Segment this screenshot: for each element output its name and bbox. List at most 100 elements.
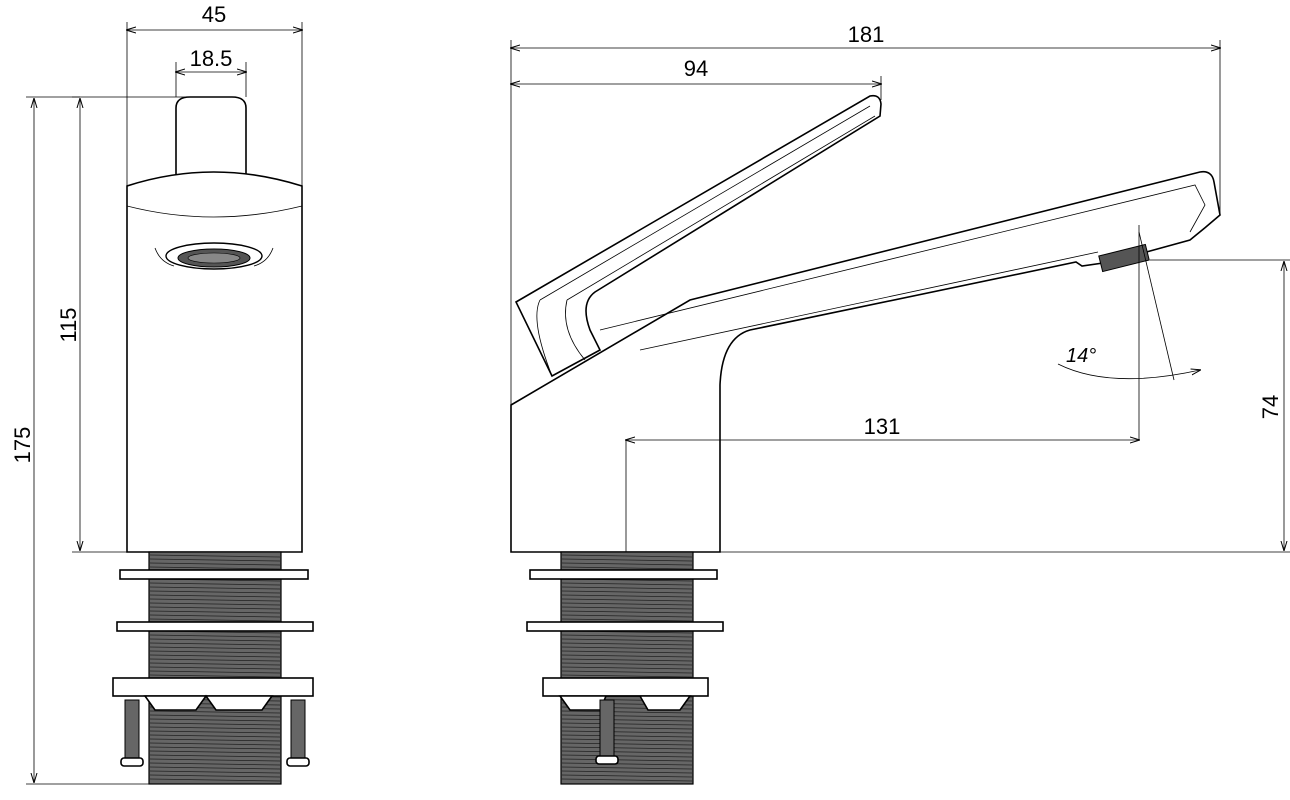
thread-line bbox=[149, 586, 281, 590]
thread-line bbox=[561, 738, 693, 742]
thread-line bbox=[561, 714, 693, 718]
front-bolt-right-cap bbox=[286, 757, 310, 767]
thread-line bbox=[149, 770, 281, 774]
dim-handle-width: 18.5 bbox=[190, 46, 233, 71]
front-washer-middle bbox=[116, 621, 314, 632]
front-handle-knob bbox=[175, 96, 247, 183]
thread-line bbox=[149, 566, 281, 570]
thread-line bbox=[561, 618, 693, 622]
thread-line bbox=[149, 754, 281, 758]
thread-line bbox=[149, 762, 281, 766]
dim-spout-height: 74 bbox=[1258, 395, 1283, 419]
dim-overall-width: 45 bbox=[202, 2, 226, 27]
thread-line bbox=[149, 610, 281, 614]
thread-line bbox=[561, 650, 693, 654]
thread-line bbox=[149, 590, 281, 594]
side-spout-top-line bbox=[599, 184, 1206, 331]
thread-line bbox=[149, 670, 281, 674]
thread-line bbox=[561, 762, 693, 766]
thread-line bbox=[561, 770, 693, 774]
dim-spout-reach: 131 bbox=[864, 414, 901, 439]
thread-line bbox=[149, 634, 281, 638]
thread-line bbox=[561, 634, 693, 638]
thread-line bbox=[561, 654, 693, 658]
dim-body-height: 115 bbox=[56, 307, 81, 342]
thread-line bbox=[561, 758, 693, 762]
thread-line bbox=[561, 594, 693, 598]
thread-line bbox=[149, 666, 281, 670]
thread-line bbox=[149, 642, 281, 646]
thread-line bbox=[149, 778, 281, 782]
side-lever-base-curve-2 bbox=[565, 299, 586, 361]
thread-line bbox=[561, 726, 693, 730]
thread-line bbox=[561, 606, 693, 610]
front-dimensions: 45 18.5 115 175 bbox=[10, 2, 302, 785]
side-nut bbox=[558, 695, 692, 711]
front-bolt-right bbox=[290, 699, 306, 765]
thread-line bbox=[561, 598, 693, 602]
side-lever-inner-line-2 bbox=[566, 115, 876, 301]
dim-handle-reach: 94 bbox=[684, 56, 708, 81]
thread-line bbox=[149, 738, 281, 742]
side-bolt-cap bbox=[595, 755, 619, 765]
front-body-top-curve bbox=[126, 205, 303, 218]
thread-line bbox=[561, 582, 693, 586]
front-body bbox=[126, 171, 303, 553]
thread-line bbox=[149, 662, 281, 666]
side-washer-middle bbox=[526, 621, 724, 632]
thread-line bbox=[149, 742, 281, 746]
thread-line bbox=[149, 606, 281, 610]
thread-line bbox=[561, 674, 693, 678]
thread-line bbox=[149, 554, 281, 558]
thread-line bbox=[561, 750, 693, 754]
thread-line bbox=[561, 658, 693, 662]
thread-line bbox=[561, 722, 693, 726]
thread-line bbox=[561, 602, 693, 606]
dim-spray-angle: 14° bbox=[1066, 345, 1096, 367]
thread-line bbox=[149, 674, 281, 678]
thread-line bbox=[149, 718, 281, 722]
thread-line bbox=[149, 658, 281, 662]
thread-line bbox=[149, 598, 281, 602]
thread-line bbox=[561, 734, 693, 738]
thread-line bbox=[149, 746, 281, 750]
thread-line bbox=[149, 558, 281, 562]
thread-line bbox=[149, 650, 281, 654]
thread-line bbox=[561, 774, 693, 778]
thread-line bbox=[561, 670, 693, 674]
thread-line bbox=[561, 646, 693, 650]
thread-line bbox=[561, 718, 693, 722]
thread-line bbox=[149, 654, 281, 658]
thread-line bbox=[149, 758, 281, 762]
thread-line bbox=[149, 602, 281, 606]
thread-line bbox=[561, 638, 693, 642]
thread-line bbox=[561, 742, 693, 746]
thread-line bbox=[149, 734, 281, 738]
thread-line bbox=[149, 614, 281, 618]
side-lever-handle bbox=[514, 94, 882, 378]
thread-line bbox=[561, 614, 693, 618]
side-washer-top bbox=[529, 569, 718, 580]
thread-line bbox=[149, 714, 281, 718]
thread-line bbox=[561, 558, 693, 562]
thread-line bbox=[561, 554, 693, 558]
thread-line bbox=[561, 778, 693, 782]
thread-line bbox=[149, 638, 281, 642]
side-bolt bbox=[599, 699, 615, 761]
thread-line bbox=[561, 642, 693, 646]
front-bolt-left bbox=[124, 699, 140, 765]
thread-line bbox=[149, 766, 281, 770]
thread-line bbox=[561, 610, 693, 614]
thread-line bbox=[561, 586, 693, 590]
thread-line bbox=[149, 750, 281, 754]
thread-line bbox=[149, 726, 281, 730]
side-lever-inner-line bbox=[539, 105, 871, 301]
front-nut-plate bbox=[112, 677, 314, 697]
thread-line bbox=[149, 722, 281, 726]
front-washer-top bbox=[119, 569, 309, 580]
thread-line bbox=[149, 562, 281, 566]
thread-line bbox=[149, 618, 281, 622]
side-view bbox=[510, 94, 1221, 785]
front-nut bbox=[143, 694, 274, 711]
thread-line bbox=[561, 590, 693, 594]
